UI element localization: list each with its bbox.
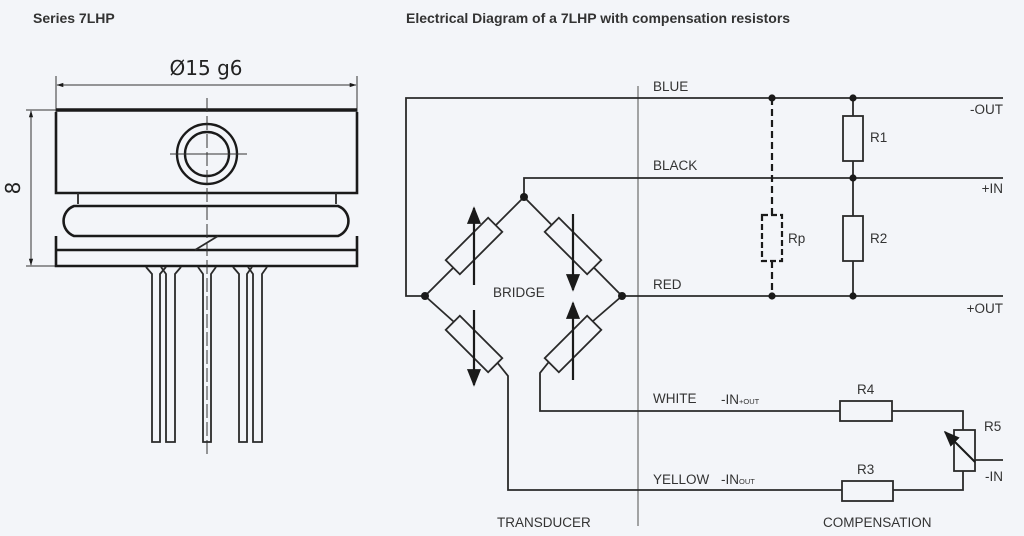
terminal-plus-in: +IN (982, 181, 1003, 196)
wire-label-red: RED (653, 277, 682, 292)
wire-blue (405, 97, 1003, 297)
yellow-signal-main: -IN (721, 472, 739, 487)
drawing-title: Series 7LHP (33, 10, 115, 26)
potentiometer-r5: R5 (943, 419, 1001, 472)
pin (232, 266, 253, 443)
resistor-r4: R4 (839, 382, 893, 422)
yellow-signal-sub: OUT (739, 477, 755, 486)
wire-yellow (491, 355, 842, 491)
pin (145, 266, 167, 443)
o-ring (62, 204, 350, 238)
strain-gauge-upper-right (543, 214, 603, 292)
strain-gauge-upper-left (444, 206, 504, 285)
bridge-node-right (618, 292, 626, 300)
wheatstone-bridge: BRIDGE (421, 193, 626, 387)
terminal-plus-out: +OUT (967, 301, 1003, 316)
strain-gauge-lower-left (444, 310, 504, 387)
rp-label: Rp (788, 231, 805, 246)
wire-black (523, 177, 1003, 197)
wire-label-yellow: YELLOW (653, 472, 710, 487)
white-signal-main: -IN (721, 392, 739, 407)
diameter-label: Ø15 g6 (170, 56, 243, 80)
strain-gauge-lower-right (543, 301, 603, 380)
connection-pins (145, 266, 268, 443)
r2-label: R2 (870, 231, 887, 246)
wire-yellow-to-r5 (893, 471, 964, 491)
sensor-neck (77, 193, 337, 204)
r3-label: R3 (857, 462, 874, 477)
wire-label-white: WHITE (653, 391, 697, 406)
wire-white (539, 352, 840, 412)
pin (160, 266, 182, 443)
wire-label-blue: BLUE (653, 79, 688, 94)
bridge-label: BRIDGE (493, 285, 545, 300)
wire-label-black: BLACK (653, 158, 697, 173)
bridge-node-left (421, 292, 429, 300)
white-signal-sub: +OUT (739, 397, 760, 406)
height-label: 8 (1, 182, 25, 195)
pin (247, 266, 268, 443)
sensor-outline-drawing: Ø15 g6 8 (1, 56, 359, 455)
resistor-rp: Rp (760, 94, 805, 300)
terminal-minus-out: -OUT (970, 102, 1003, 117)
diagram-title: Electrical Diagram of a 7LHP with compen… (406, 10, 791, 26)
resistor-r1: R1 (842, 94, 887, 178)
section-label-compensation: COMPENSATION (823, 515, 932, 530)
pin (197, 266, 217, 443)
yellow-signal-label: -INOUT (721, 472, 755, 487)
white-signal-label: -IN+OUT (721, 392, 760, 407)
bridge-node-top (520, 193, 528, 201)
r5-label: R5 (984, 419, 1001, 434)
electrical-diagram: BRIDGE Rp R1 R2 (405, 79, 1003, 530)
resistor-r2: R2 (842, 174, 887, 300)
resistor-r3: R3 (841, 462, 894, 502)
section-label-transducer: TRANSDUCER (497, 515, 591, 530)
wire-white-to-r5 (892, 410, 964, 430)
r1-label: R1 (870, 130, 887, 145)
terminal-minus-in: -IN (985, 469, 1003, 484)
r4-label: R4 (857, 382, 875, 397)
